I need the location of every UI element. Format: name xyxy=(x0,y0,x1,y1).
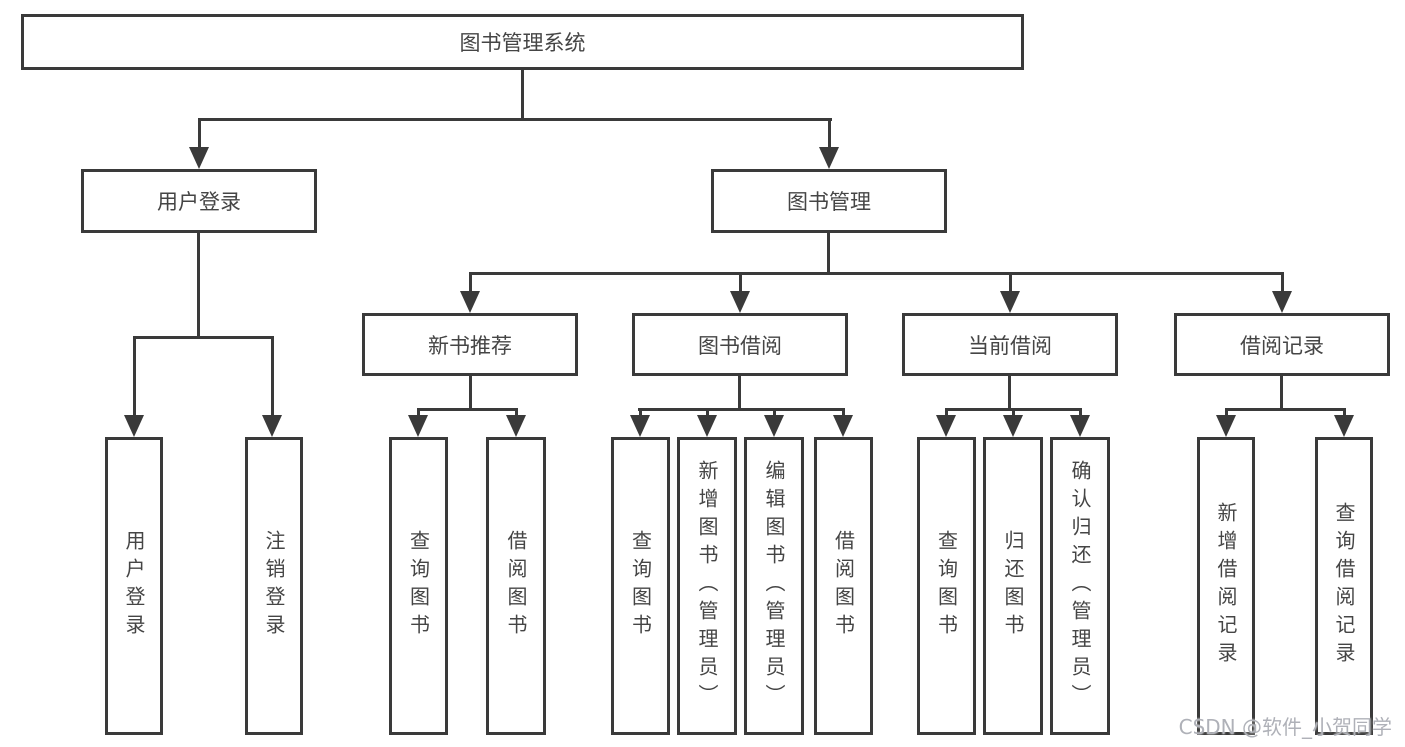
arrowhead-down xyxy=(1334,415,1354,437)
connector-line xyxy=(827,118,831,147)
arrowhead-down xyxy=(189,147,209,169)
leaf-borrowing-query-books: 查询图书 xyxy=(611,437,670,735)
arrowhead-down xyxy=(833,415,853,437)
connector-line xyxy=(638,408,642,415)
connector-line xyxy=(944,408,948,415)
arrowhead-down xyxy=(1272,291,1292,313)
connector-line xyxy=(1008,272,1012,291)
connector-line xyxy=(197,233,200,336)
leaf-recommend-query-books: 查询图书 xyxy=(389,437,448,735)
connector-line xyxy=(133,336,274,339)
connector-line xyxy=(416,408,420,415)
arrow-down-icon xyxy=(124,336,144,437)
arrow-down-icon xyxy=(730,272,750,313)
leaf-current-confirm-return-admin: 确认归还（管理员） xyxy=(1050,437,1110,735)
arrow-down-icon xyxy=(506,408,526,437)
arrow-down-icon xyxy=(189,118,209,169)
leaf-borrowing-add-books-admin: 新增图书（管理员） xyxy=(677,437,737,735)
arrowhead-down xyxy=(819,147,839,169)
arrowhead-down xyxy=(262,415,282,437)
node-library-management-system: 图书管理系统 xyxy=(21,14,1024,70)
leaf-borrowing-edit-books-admin: 编辑图书（管理员） xyxy=(744,437,804,735)
arrow-down-icon xyxy=(460,272,480,313)
leaf-records-query-record: 查询借阅记录 xyxy=(1315,437,1373,735)
connector-line xyxy=(1342,408,1346,415)
arrowhead-down xyxy=(1003,415,1023,437)
leaf-borrowing-borrow-books: 借阅图书 xyxy=(814,437,873,735)
connector-line xyxy=(738,376,741,408)
connector-line xyxy=(738,272,742,291)
arrow-down-icon xyxy=(1334,408,1354,437)
arrow-down-icon xyxy=(1003,408,1023,437)
arrow-down-icon xyxy=(408,408,428,437)
csdn-watermark: CSDN @软件_小贺同学 xyxy=(1178,715,1392,739)
connector-line xyxy=(521,70,524,118)
arrow-down-icon xyxy=(1216,408,1236,437)
leaf-records-add-record: 新增借阅记录 xyxy=(1197,437,1255,735)
connector-line xyxy=(468,272,472,291)
arrow-down-icon xyxy=(1070,408,1090,437)
arrow-down-icon xyxy=(1272,272,1292,313)
arrow-down-icon xyxy=(819,118,839,169)
connector-line xyxy=(469,272,1284,275)
connector-line xyxy=(1280,272,1284,291)
arrowhead-down xyxy=(764,415,784,437)
connector-line xyxy=(827,233,830,272)
connector-line xyxy=(270,336,274,415)
arrowhead-down xyxy=(1070,415,1090,437)
node-book-management: 图书管理 xyxy=(711,169,947,233)
leaf-user-login: 用户登录 xyxy=(105,437,163,735)
leaf-recommend-borrow-books: 借阅图书 xyxy=(486,437,546,735)
connector-line xyxy=(197,118,201,147)
connector-line xyxy=(198,118,832,121)
connector-line xyxy=(132,336,136,415)
arrowhead-down xyxy=(730,291,750,313)
arrowhead-down xyxy=(936,415,956,437)
node-borrowing-records: 借阅记录 xyxy=(1174,313,1390,376)
connector-line xyxy=(514,408,518,415)
arrow-down-icon xyxy=(936,408,956,437)
node-current-borrowing: 当前借阅 xyxy=(902,313,1118,376)
connector-line xyxy=(417,408,518,411)
connector-line xyxy=(1011,408,1015,415)
node-book-borrowing: 图书借阅 xyxy=(632,313,848,376)
connector-line xyxy=(1225,408,1346,411)
arrow-down-icon xyxy=(1000,272,1020,313)
arrowhead-down xyxy=(630,415,650,437)
arrowhead-down xyxy=(408,415,428,437)
arrow-down-icon xyxy=(833,408,853,437)
arrowhead-down xyxy=(1216,415,1236,437)
connector-line xyxy=(772,408,776,415)
arrow-down-icon xyxy=(697,408,717,437)
leaf-current-return-books: 归还图书 xyxy=(983,437,1043,735)
arrowhead-down xyxy=(506,415,526,437)
arrow-down-icon xyxy=(262,336,282,437)
arrowhead-down xyxy=(697,415,717,437)
connector-line xyxy=(1224,408,1228,415)
leaf-current-query-books: 查询图书 xyxy=(917,437,976,735)
connector-line xyxy=(469,376,472,408)
node-new-book-recommendation: 新书推荐 xyxy=(362,313,578,376)
arrowhead-down xyxy=(124,415,144,437)
connector-line xyxy=(638,408,844,411)
arrowhead-down xyxy=(1000,291,1020,313)
arrowhead-down xyxy=(460,291,480,313)
leaf-logout: 注销登录 xyxy=(245,437,303,735)
connector-line xyxy=(1008,376,1011,408)
arrow-down-icon xyxy=(630,408,650,437)
connector-line xyxy=(841,408,845,415)
connector-line xyxy=(705,408,709,415)
arrow-down-icon xyxy=(764,408,784,437)
connector-line xyxy=(1280,376,1283,408)
node-user-login: 用户登录 xyxy=(81,169,317,233)
connector-line xyxy=(1078,408,1082,415)
